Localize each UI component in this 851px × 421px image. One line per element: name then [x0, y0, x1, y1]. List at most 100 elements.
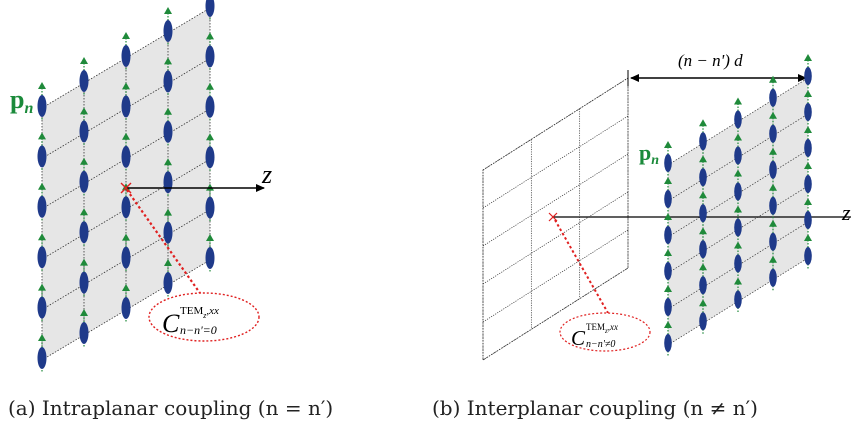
- dipole-body: [121, 196, 131, 219]
- dipole-arrowhead: [664, 249, 672, 256]
- dipole: [734, 241, 742, 277]
- dipole-body: [664, 334, 672, 352]
- grid-row-line: [41, 259, 211, 361]
- dipole-body: [804, 211, 812, 229]
- grid-row-line: [41, 209, 211, 310]
- dipole-body: [163, 221, 173, 244]
- dipole: [664, 249, 672, 284]
- dipole-arrowhead: [804, 234, 812, 241]
- dipole-body: [79, 271, 89, 294]
- dipole-body: [664, 226, 672, 244]
- dipole-body: [121, 246, 131, 269]
- dipole-arrowhead: [804, 162, 812, 169]
- dipole: [699, 227, 707, 263]
- panel-a-caption: (a) Intraplanar coupling (n = n′): [8, 396, 333, 420]
- dipole: [664, 285, 672, 320]
- dipole: [121, 132, 131, 172]
- dipole-arrowhead: [206, 234, 214, 241]
- dipole: [163, 57, 173, 97]
- dipole: [205, 32, 215, 72]
- dipole-body: [205, 95, 215, 118]
- dipole-arrowhead: [164, 158, 172, 166]
- panel-a-dipoles: [37, 0, 215, 373]
- dipole-arrowhead: [769, 75, 777, 83]
- dipole: [37, 283, 47, 323]
- dipole: [121, 284, 131, 323]
- dipole-arrowhead: [664, 321, 672, 328]
- dipole-arrowhead: [80, 208, 88, 216]
- panel-b-coupling-superscript: TEMz,xx: [586, 322, 618, 335]
- panel-b-dipole-label: pn: [639, 140, 659, 168]
- panel-a: z C TEMz,xx n−n'=0 pn (a) Intraplanar co…: [8, 0, 333, 420]
- dipole-arrowhead: [699, 299, 707, 307]
- dipole: [205, 183, 215, 223]
- panel-a-coupling-symbol: C: [162, 309, 180, 338]
- dipole-body: [769, 124, 777, 143]
- dipole-arrowhead: [769, 111, 777, 119]
- dipole-arrowhead: [769, 219, 777, 227]
- panel-b: (n − n') d z C TEMz,xx n−n'≠0 pn (b) Int…: [432, 51, 851, 420]
- dipole-arrowhead: [38, 82, 46, 89]
- dipole: [163, 107, 173, 147]
- dipole-arrowhead: [80, 157, 88, 165]
- dipole-body: [734, 182, 742, 201]
- dipole-arrowhead: [804, 126, 812, 133]
- dipole-body: [699, 204, 707, 223]
- dipole-arrowhead: [206, 32, 214, 40]
- panel-b-coupling-subscript: n−n'≠0: [586, 339, 615, 350]
- dipole-arrowhead: [164, 7, 172, 14]
- dipole-body: [205, 146, 215, 169]
- grid-row-line: [41, 58, 211, 159]
- dipole-body: [163, 171, 173, 194]
- dipole-body: [804, 67, 812, 85]
- dipole: [769, 183, 777, 219]
- dipole-arrowhead: [699, 119, 707, 127]
- panel-a-coupling-subscript: n−n'=0: [180, 323, 217, 337]
- dipole-arrowhead: [769, 255, 777, 263]
- dipole: [804, 162, 812, 197]
- dipole-body: [734, 290, 742, 309]
- dipole-arrowhead: [38, 283, 46, 291]
- dipole-body: [79, 170, 89, 193]
- dipole-arrowhead: [734, 205, 742, 213]
- dipole-body: [769, 160, 777, 179]
- dipole: [804, 54, 812, 89]
- grid-row-line: [41, 158, 211, 260]
- dipole: [769, 255, 777, 291]
- dipole-body: [664, 154, 672, 172]
- dipole: [699, 191, 707, 227]
- dipole-arrowhead: [206, 133, 214, 141]
- dipole-arrowhead: [122, 284, 130, 291]
- dipole-body: [769, 88, 777, 107]
- panel-b-caption: (b) Interplanar coupling (n ≠ n′): [432, 396, 758, 420]
- panel-a-z-label: z: [261, 160, 272, 189]
- dipole-arrowhead: [164, 208, 172, 216]
- dipole-arrowhead: [804, 90, 812, 97]
- dipole: [664, 141, 672, 176]
- dipole: [699, 155, 707, 191]
- dipole: [121, 32, 131, 71]
- dipole-arrowhead: [804, 198, 812, 205]
- dipole-body: [79, 120, 89, 143]
- dipole-arrowhead: [804, 54, 812, 61]
- dipole: [664, 321, 672, 356]
- dipole-body: [664, 298, 672, 316]
- dipole-body: [37, 296, 47, 319]
- dipole-arrowhead: [734, 133, 742, 141]
- dipole: [79, 57, 89, 96]
- dipole-arrowhead: [734, 241, 742, 249]
- dipole-body: [804, 103, 812, 121]
- dipole-arrowhead: [734, 277, 742, 285]
- dipole-body: [121, 297, 131, 319]
- dipole-body: [37, 145, 47, 168]
- dipole-body: [37, 347, 47, 369]
- panel-b-coupling-symbol: C: [571, 326, 586, 350]
- dipole: [37, 334, 47, 373]
- dipole: [205, 234, 215, 273]
- panel-b-reference-grid: [482, 77, 629, 361]
- dipole: [37, 82, 47, 121]
- dipole-arrowhead: [122, 32, 130, 39]
- dipole-body: [734, 254, 742, 273]
- dipole-body: [163, 120, 173, 143]
- dipole-body: [121, 145, 131, 168]
